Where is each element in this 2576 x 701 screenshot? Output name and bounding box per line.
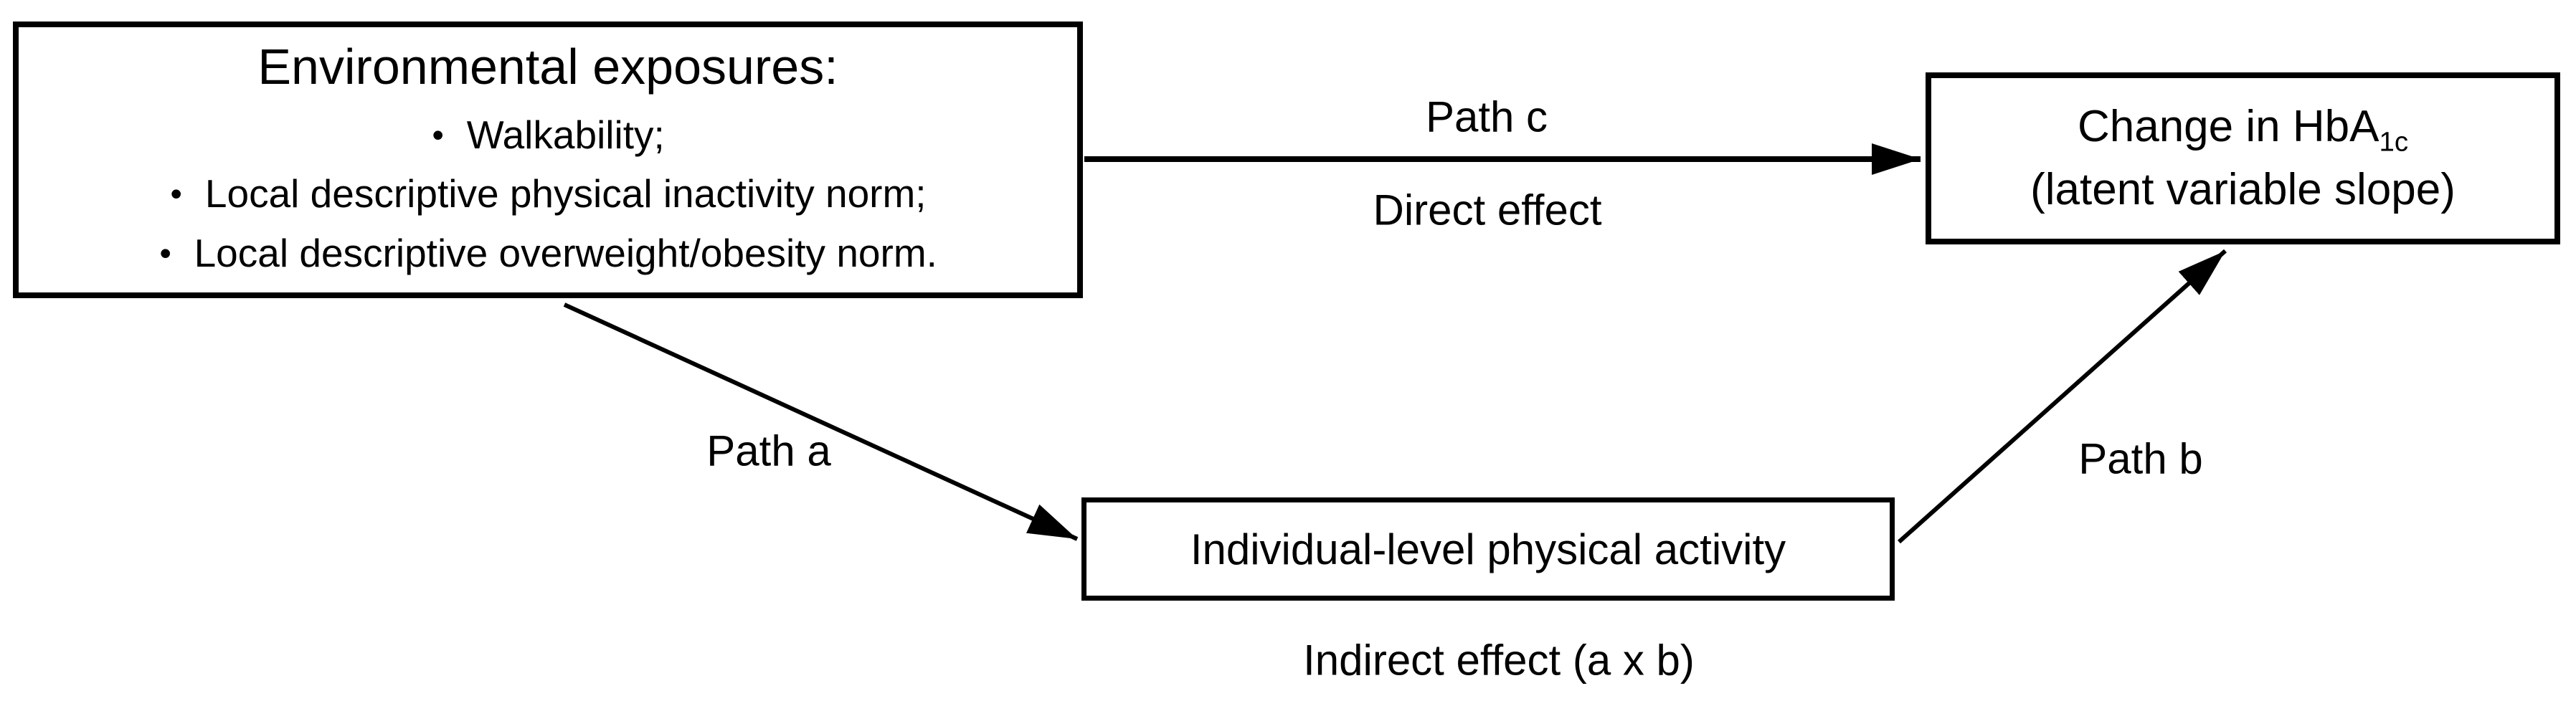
outcome-box: Change in HbA1c (latent variable slope) (1926, 72, 2560, 244)
path-a-arrow (563, 302, 1079, 541)
outcome-title-line2: (latent variable slope) (2030, 165, 2456, 214)
path-b-label: Path b (2078, 434, 2203, 483)
path-b-arrow (1898, 249, 2227, 544)
bullet-icon: • (170, 174, 183, 213)
path-c-label: Path c (1425, 92, 1548, 141)
bullet-icon: • (159, 234, 171, 272)
mediator-label: Individual-level physical activity (1190, 525, 1786, 573)
bullet-item: • Local descriptive physical inactivity n… (169, 164, 927, 224)
path-a-label: Path a (706, 426, 831, 475)
bullet-icon: • (432, 115, 445, 153)
exposures-title: Environmental exposures: (257, 38, 838, 95)
bullet-item: • Local descriptive overweight/obesity no… (158, 224, 937, 283)
mediator-box: Individual-level physical activity (1081, 497, 1895, 601)
outcome-title-line1: Change in HbA1c (2078, 95, 2408, 158)
bullet-item-label: Walkability; (466, 112, 665, 157)
bullet-item: • Walkability; (431, 105, 665, 165)
outcome-title-main: Change in HbA (2077, 101, 2380, 151)
exposures-box: Environmental exposures: • Walkability; •… (13, 22, 1083, 298)
direct-effect-label: Direct effect (1373, 186, 1602, 234)
hba1c-subscript: 1c (2379, 126, 2409, 158)
bullet-item-label: Local descriptive overweight/obesity nor… (194, 230, 937, 275)
indirect-effect-label: Indirect effect (a x b) (1303, 636, 1695, 685)
bullet-item-label: Local descriptive physical inactivity no… (204, 171, 927, 216)
